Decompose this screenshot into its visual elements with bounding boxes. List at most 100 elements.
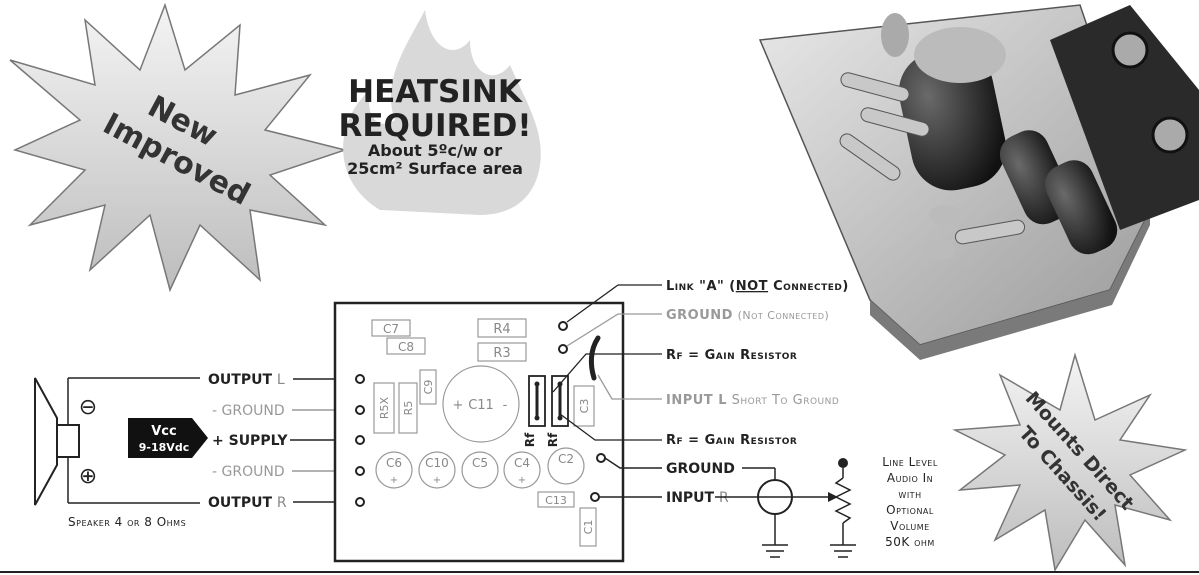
r5x-label: R5X bbox=[378, 396, 391, 419]
pad-output-l bbox=[355, 374, 365, 384]
pad-ground-1 bbox=[355, 405, 365, 415]
input-l-label: INPUT L Short To Ground bbox=[666, 393, 839, 408]
c7-footprint bbox=[371, 319, 411, 337]
c1-label: C1 bbox=[582, 520, 595, 535]
input-r-suffix: R bbox=[719, 490, 729, 506]
c6-label: C6 bbox=[386, 456, 402, 470]
r3-label: R3 bbox=[493, 346, 510, 361]
mounts-direct-starburst: Mounts Direct To Chassis! bbox=[952, 352, 1188, 573]
small-capacitor-2 bbox=[1044, 160, 1118, 255]
speaker-icon bbox=[34, 377, 58, 506]
c11-minus: - bbox=[503, 398, 508, 413]
rf-top-label: Rf = Gain Resistor bbox=[666, 348, 797, 363]
vcc-box: Vcc 9-18Vdc bbox=[128, 418, 208, 458]
pcb-photo bbox=[758, 4, 1199, 360]
heatsink-spec-1: About 5ºc/w or bbox=[368, 141, 502, 160]
c5-label: C5 bbox=[472, 456, 488, 470]
amp-ic bbox=[1050, 5, 1199, 230]
c13-label: C13 bbox=[545, 494, 567, 507]
pot-top-terminal bbox=[838, 458, 848, 468]
link-a-not: NOT bbox=[736, 279, 768, 294]
c11-footprint bbox=[442, 365, 520, 443]
pcb-layout: C7 C8 R4 R3 R5X R5 C9 C11 + - Rf Rf bbox=[333, 301, 625, 563]
heatsink-title: HEATSINK bbox=[348, 74, 523, 110]
flame-icon bbox=[343, 10, 541, 215]
mount-hole-top bbox=[1111, 31, 1149, 69]
ceramic-cap-c bbox=[881, 13, 909, 57]
vcc-label: Vcc bbox=[151, 424, 176, 439]
pad-ground bbox=[596, 453, 606, 463]
c13-footprint bbox=[537, 491, 575, 508]
c3-footprint bbox=[573, 385, 595, 427]
leader-ground-nc bbox=[566, 313, 662, 347]
line-level-5: Volume bbox=[890, 519, 929, 533]
c11-label: C11 bbox=[468, 398, 494, 413]
leader-rf-top bbox=[552, 353, 662, 393]
c7-label: C7 bbox=[383, 322, 399, 336]
line-level-4: Optional bbox=[886, 503, 934, 517]
leader-input-l bbox=[597, 374, 662, 400]
c4-label: C4 bbox=[514, 456, 530, 470]
rf-bottom-label: Rf = Gain Resistor bbox=[666, 433, 797, 448]
rf2-pad-bottom bbox=[557, 415, 563, 421]
big-capacitor-top bbox=[914, 27, 1006, 83]
mount-hole-bottom bbox=[1151, 116, 1189, 154]
resistor-a bbox=[840, 72, 910, 102]
c3-label: C3 bbox=[578, 399, 591, 414]
link-a-label: Link "A" (NOT Connected) bbox=[666, 279, 849, 294]
ceramic-cap-a bbox=[929, 205, 961, 225]
c1-footprint bbox=[579, 507, 597, 547]
c10-label: C10 bbox=[425, 456, 449, 470]
input-l-suffix: Short To Ground bbox=[732, 393, 840, 408]
speaker-label: Speaker 4 or 8 Ohms bbox=[68, 515, 186, 529]
new-improved-starburst: New Improved bbox=[9, 2, 348, 293]
ceramic-cap-b bbox=[924, 240, 956, 260]
output-l-label: OUTPUT L bbox=[208, 372, 285, 388]
r4-footprint bbox=[477, 318, 527, 338]
c8-label: C8 bbox=[398, 340, 414, 354]
pot-wiper-arrow bbox=[828, 492, 838, 502]
c9-footprint bbox=[419, 369, 437, 405]
left-terminal-labels: OUTPUT L - GROUND + SUPPLY - GROUND OUTP… bbox=[208, 372, 356, 511]
c2-footprint bbox=[547, 447, 585, 485]
big-capacitor bbox=[898, 48, 1007, 191]
pcb-board-edge bbox=[870, 210, 1150, 360]
c8-footprint bbox=[386, 337, 426, 355]
resistor-c bbox=[839, 133, 901, 181]
c5-footprint bbox=[461, 451, 499, 489]
ground-nc-suffix: (Not Connected) bbox=[738, 309, 830, 322]
speaker-minus-icon: ⊖ bbox=[79, 395, 97, 420]
potentiometer-icon bbox=[834, 477, 852, 524]
r5-label: R5 bbox=[402, 401, 415, 416]
supply-label: + SUPPLY bbox=[212, 433, 288, 449]
pad-supply bbox=[355, 435, 365, 445]
line-level-1: Line Level bbox=[882, 455, 938, 469]
c2-label: C2 bbox=[558, 452, 574, 466]
c11-plus: + bbox=[453, 398, 464, 413]
r5-footprint bbox=[398, 382, 418, 434]
wire-ground bbox=[604, 457, 662, 469]
c6-footprint bbox=[375, 451, 413, 489]
speaker: ⊖ ⊕ Speaker 4 or 8 Ohms bbox=[34, 377, 200, 529]
pad-ground-nc bbox=[558, 344, 568, 354]
c9-label: C9 bbox=[422, 380, 435, 395]
input-r-label: INPUT R bbox=[666, 490, 729, 506]
line-level-3: with bbox=[898, 487, 921, 501]
ground-1-label: - GROUND bbox=[212, 403, 285, 419]
c10-plus: + bbox=[433, 475, 441, 486]
c10-footprint bbox=[418, 451, 456, 489]
starburst-right-shape bbox=[952, 352, 1188, 573]
speaker-magnet bbox=[56, 424, 80, 458]
vcc-arrow bbox=[128, 418, 208, 458]
heatsink-notice: HEATSINK REQUIRED! About 5ºc/w or 25cm² … bbox=[338, 10, 541, 215]
link-a-jumper bbox=[588, 335, 601, 381]
ground-nc-label: GROUND (Not Connected) bbox=[666, 308, 829, 323]
c4-plus: + bbox=[518, 475, 526, 486]
pad-link-a bbox=[558, 321, 568, 331]
pad-input-r bbox=[590, 492, 600, 502]
ground-label: GROUND bbox=[666, 461, 735, 477]
leader-rf-bottom bbox=[559, 413, 662, 441]
output-r-suffix: R bbox=[277, 495, 287, 511]
r3-footprint bbox=[477, 342, 527, 362]
